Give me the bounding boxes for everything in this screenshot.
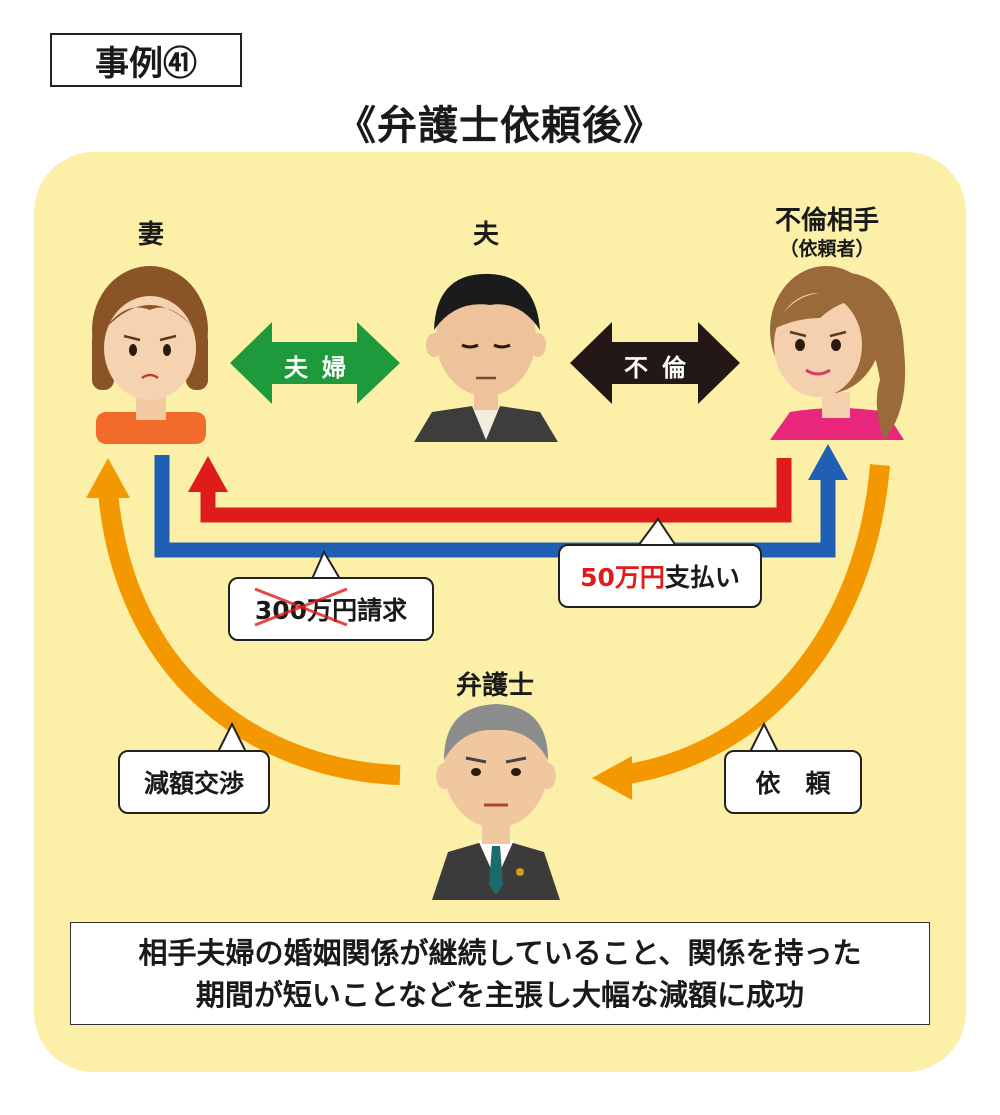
payment-callout: 50万円 支払い (558, 544, 762, 608)
request-callout: 依 頼 (724, 750, 862, 814)
partner-label: 不倫相手 (774, 206, 879, 236)
wife-figure (92, 266, 208, 444)
request-text: 依 頼 (755, 769, 831, 798)
red-payment-line (188, 456, 792, 523)
partner-figure (770, 266, 906, 440)
lawyer-figure (432, 704, 560, 900)
negotiation-callout: 減額交渉 (118, 750, 270, 814)
partner-sub-label: （依頼者） (779, 238, 875, 260)
claim-callout: 300万円 請求 (228, 577, 434, 641)
orange-flow-negotiation (86, 458, 401, 785)
lawyer-label: 弁護士 (455, 671, 534, 701)
husband-label: 夫 (472, 220, 499, 250)
affair-arrow (570, 322, 740, 404)
claim-amount: 300万円 (254, 587, 357, 627)
negotiation-text: 減額交渉 (143, 769, 244, 798)
case-label: 事例㊶ (50, 33, 242, 87)
affair-arrow-label: 不倫 (624, 354, 700, 382)
strikethrough-cross-icon (254, 587, 348, 627)
page-title: 《弁護士依頼後》 (336, 103, 664, 149)
blue-claim-line (154, 444, 848, 558)
couple-arrow-label: 夫婦 (284, 354, 360, 382)
claim-suffix: 請求 (357, 596, 408, 625)
summary-line-2: 期間が短いことなどを主張し大幅な減額に成功 (195, 977, 805, 1012)
paid-suffix: 支払い (664, 563, 740, 592)
orange-flow-request (592, 464, 890, 800)
summary-box: 相手夫婦の婚姻関係が継続していること、関係を持った 期間が短いことなどを主張し大… (70, 922, 930, 1025)
callout-tail-paid (636, 517, 678, 547)
summary-line-1: 相手夫婦の婚姻関係が継続していること、関係を持った (138, 935, 862, 970)
wife-label: 妻 (137, 220, 164, 250)
couple-arrow (230, 322, 400, 404)
husband-figure (414, 273, 558, 442)
paid-amount: 50万円 (580, 563, 665, 592)
